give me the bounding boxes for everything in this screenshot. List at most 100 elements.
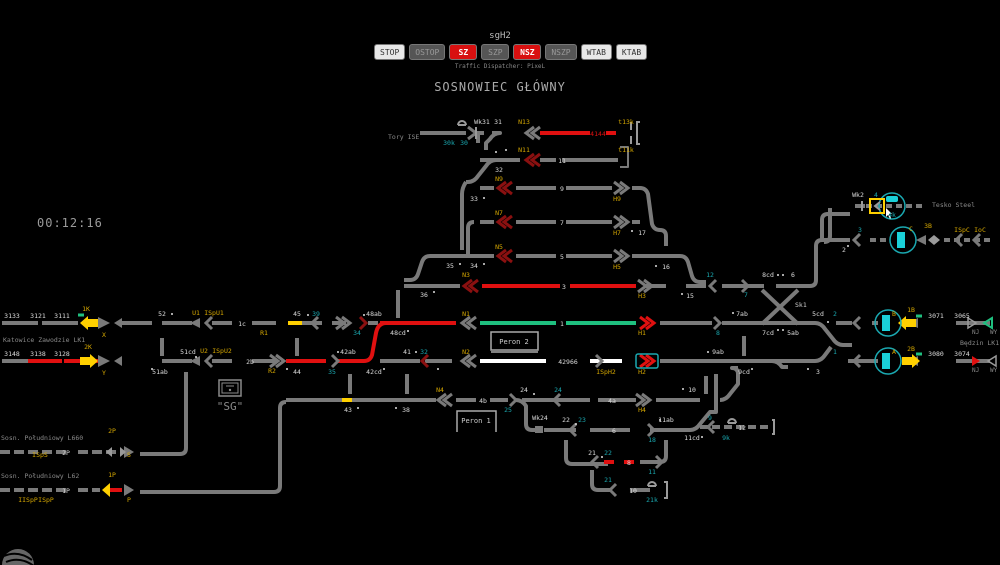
arrow-1p-icon[interactable] <box>102 483 110 497</box>
signal-ispc-ioc-icon[interactable] <box>953 232 982 248</box>
signal-x-icon[interactable] <box>98 317 110 329</box>
wtab-button[interactable]: WTAB <box>580 44 612 60</box>
signal-n2-icon[interactable] <box>459 353 477 369</box>
switch-51cd[interactable]: 51cd <box>180 348 196 356</box>
switch-52[interactable]: 52 <box>158 310 166 318</box>
signal-n13-icon[interactable] <box>523 125 541 141</box>
switch-15[interactable]: 15 <box>686 292 694 300</box>
signal-h7-icon[interactable] <box>613 214 631 230</box>
barrier-ring-4[interactable] <box>878 192 906 220</box>
signal-u2-icon[interactable] <box>190 356 200 366</box>
signal-n5-icon[interactable] <box>495 248 513 264</box>
switch-22[interactable]: 22 <box>562 416 570 424</box>
signal-p-icon[interactable] <box>124 484 134 496</box>
switch-7cd[interactable]: 7cd <box>762 329 774 337</box>
ktab-button[interactable]: KTAB <box>615 44 648 60</box>
switch-41[interactable]: 41 <box>403 348 411 356</box>
signal-n9-icon[interactable] <box>495 180 513 196</box>
signal-r2-icon[interactable] <box>269 353 287 369</box>
switch-24[interactable]: 24 <box>520 386 528 394</box>
signal-c-icon[interactable] <box>916 235 926 245</box>
switch-32b[interactable]: 32 <box>495 166 503 174</box>
signal-4-icon[interactable] <box>873 201 881 211</box>
arrow-2b-icon[interactable] <box>902 354 920 368</box>
switch-51ab[interactable]: 51ab <box>152 368 168 376</box>
signal-h2-icon[interactable] <box>639 353 657 369</box>
barrier-b-icon[interactable] <box>882 315 890 331</box>
szp-button[interactable]: SZP <box>481 44 510 60</box>
signal-y-icon[interactable] <box>98 355 110 367</box>
switch-48cd[interactable]: 48cd <box>390 329 406 337</box>
track-9[interactable] <box>480 186 668 246</box>
signal-r1-icon[interactable] <box>335 315 353 331</box>
arrow-2p-left-icon[interactable] <box>106 447 112 457</box>
barrier-4-icon[interactable] <box>886 196 898 202</box>
switch-35b[interactable]: 35 <box>446 262 454 270</box>
arrow-2k-icon[interactable] <box>80 354 98 368</box>
switch-2[interactable]: 2 <box>842 246 846 254</box>
barrier-ring-b[interactable] <box>874 309 902 337</box>
signal-isph2-icon[interactable] <box>594 353 605 369</box>
arrow-1k-icon[interactable] <box>80 316 98 330</box>
track-4b[interactable] <box>456 398 630 432</box>
track-5[interactable] <box>430 254 706 284</box>
ostop-button[interactable]: OSTOP <box>409 44 446 60</box>
switch-31[interactable]: 31 <box>494 118 502 126</box>
switch-45[interactable]: 45 <box>293 310 301 318</box>
switch-42ab[interactable]: 42ab <box>340 348 356 356</box>
nszp-button[interactable]: NSZP <box>545 44 577 60</box>
signal-u1-icon[interactable] <box>190 318 200 328</box>
switch-44[interactable]: 44 <box>293 368 301 376</box>
signal-h3-icon[interactable] <box>637 278 655 294</box>
arrow-2p-right-icon[interactable] <box>120 447 126 457</box>
signal-h4-icon[interactable] <box>635 392 653 408</box>
signal-n7-icon[interactable] <box>495 214 513 230</box>
train-number-4144[interactable]: 4144 <box>590 130 606 138</box>
switch-17[interactable]: 17 <box>638 229 646 237</box>
switch-36[interactable]: 36 <box>420 291 428 299</box>
signal-n4-icon[interactable] <box>435 392 453 408</box>
switch-10[interactable]: 10 <box>688 386 696 394</box>
barrier-c-icon[interactable] <box>897 232 905 248</box>
signal-h1-icon[interactable] <box>639 315 657 331</box>
signal-ispu1-icon[interactable] <box>203 315 214 331</box>
barrier-a-icon[interactable] <box>882 353 890 369</box>
signal-h2-selected[interactable] <box>635 353 659 369</box>
barrier-ring-c[interactable] <box>889 226 917 254</box>
sz-button[interactable]: SZ <box>449 44 478 60</box>
stop-button[interactable]: STOP <box>374 44 406 60</box>
switch-7ab[interactable]: 7ab <box>736 310 748 318</box>
switch-11cd[interactable]: 11cd <box>684 434 700 442</box>
switch-48ab[interactable]: 48ab <box>366 310 382 318</box>
barrier-ring-a[interactable] <box>874 347 902 375</box>
switch-11ab[interactable]: 11ab <box>658 416 674 424</box>
sg-box[interactable]: "SG" <box>217 379 244 413</box>
switch-21[interactable]: 21 <box>588 449 596 457</box>
switch-34b[interactable]: 34 <box>470 262 478 270</box>
crossover-sk1[interactable] <box>760 288 800 326</box>
arrow-3b-icon[interactable] <box>934 235 940 245</box>
sg-icon[interactable] <box>218 379 242 397</box>
switch-5ab[interactable]: 5ab <box>787 329 799 337</box>
signal-n11-icon[interactable] <box>523 152 541 168</box>
switch-6[interactable]: 6 <box>791 271 795 279</box>
signal-h9-icon[interactable] <box>613 180 631 196</box>
switch-9ab[interactable]: 9ab <box>712 348 724 356</box>
switch-33[interactable]: 33 <box>470 195 478 203</box>
switch-9cd[interactable]: 9cd <box>738 368 750 376</box>
signal-ispu2-icon[interactable] <box>203 353 214 369</box>
arrow-3b-left-icon[interactable] <box>928 235 934 245</box>
track-1-right[interactable] <box>660 321 852 347</box>
switch-42cd[interactable]: 42cd <box>366 368 382 376</box>
switch-38[interactable]: 38 <box>402 406 410 414</box>
signal-n1-icon[interactable] <box>459 315 477 331</box>
switch-3[interactable]: 3 <box>816 368 820 376</box>
switch-16[interactable]: 16 <box>662 263 670 271</box>
signal-n3-icon[interactable] <box>461 278 479 294</box>
switch-5cd[interactable]: 5cd <box>812 310 824 318</box>
nsz-button[interactable]: NSZ <box>513 44 542 60</box>
switch-8cd[interactable]: 8cd <box>762 271 774 279</box>
arrow-1b-icon[interactable] <box>898 316 916 330</box>
signal-4-selected[interactable] <box>869 198 885 214</box>
signal-h5-icon[interactable] <box>613 248 631 264</box>
